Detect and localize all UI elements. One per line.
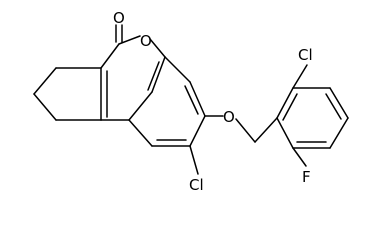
bond-cyclohexene-3 [33,93,57,121]
bond-benzyl-ring-1 [276,87,294,119]
atom-labels: O O O Cl Cl F [113,9,313,194]
ring-chlorine-label: Cl [189,176,204,194]
bond-ring-oxygen-aryl [149,38,166,58]
bond-benzyl-ring-3 [329,87,349,119]
bond-benzene-2 [128,91,153,121]
bond-carbonyl-cyclohexene [100,43,120,69]
bonds [33,24,349,175]
bond-benzyl-fluorine [292,147,307,167]
bond-benzene-6 [189,81,206,117]
bond-benzene-1-inner [147,61,160,91]
bond-methylene-benzyl-ring [254,117,278,143]
bond-benzene-1 [151,56,166,93]
bond-benzyl-ring-1-inner [282,93,298,121]
bond-benzyl-ring-6 [276,117,294,149]
bond-benzyl-chlorine [292,64,308,89]
bond-ether-oxygen-methylene [235,118,256,143]
chemical-structure: O O O Cl Cl F [33,9,349,194]
benzyl-chlorine-label: Cl [298,46,313,64]
bond-aryl-chlorine [189,145,199,175]
bond-benzyl-ring-4 [329,117,349,149]
fluorine-label: F [302,168,311,186]
ether-oxygen-label: O [223,108,235,126]
bond-benzyl-ring-3-inner [325,93,342,120]
ring-oxygen-label: O [140,32,152,50]
carbonyl-oxygen-label: O [113,9,125,27]
bond-benzene-6-inner [184,85,199,115]
bond-cyclohexene-2 [33,67,57,95]
bond-benzene-5 [189,115,206,147]
bond-benzene-7 [164,56,191,83]
bond-carbonyl-ring-oxygen [118,35,141,45]
bond-benzene-3 [128,119,153,147]
